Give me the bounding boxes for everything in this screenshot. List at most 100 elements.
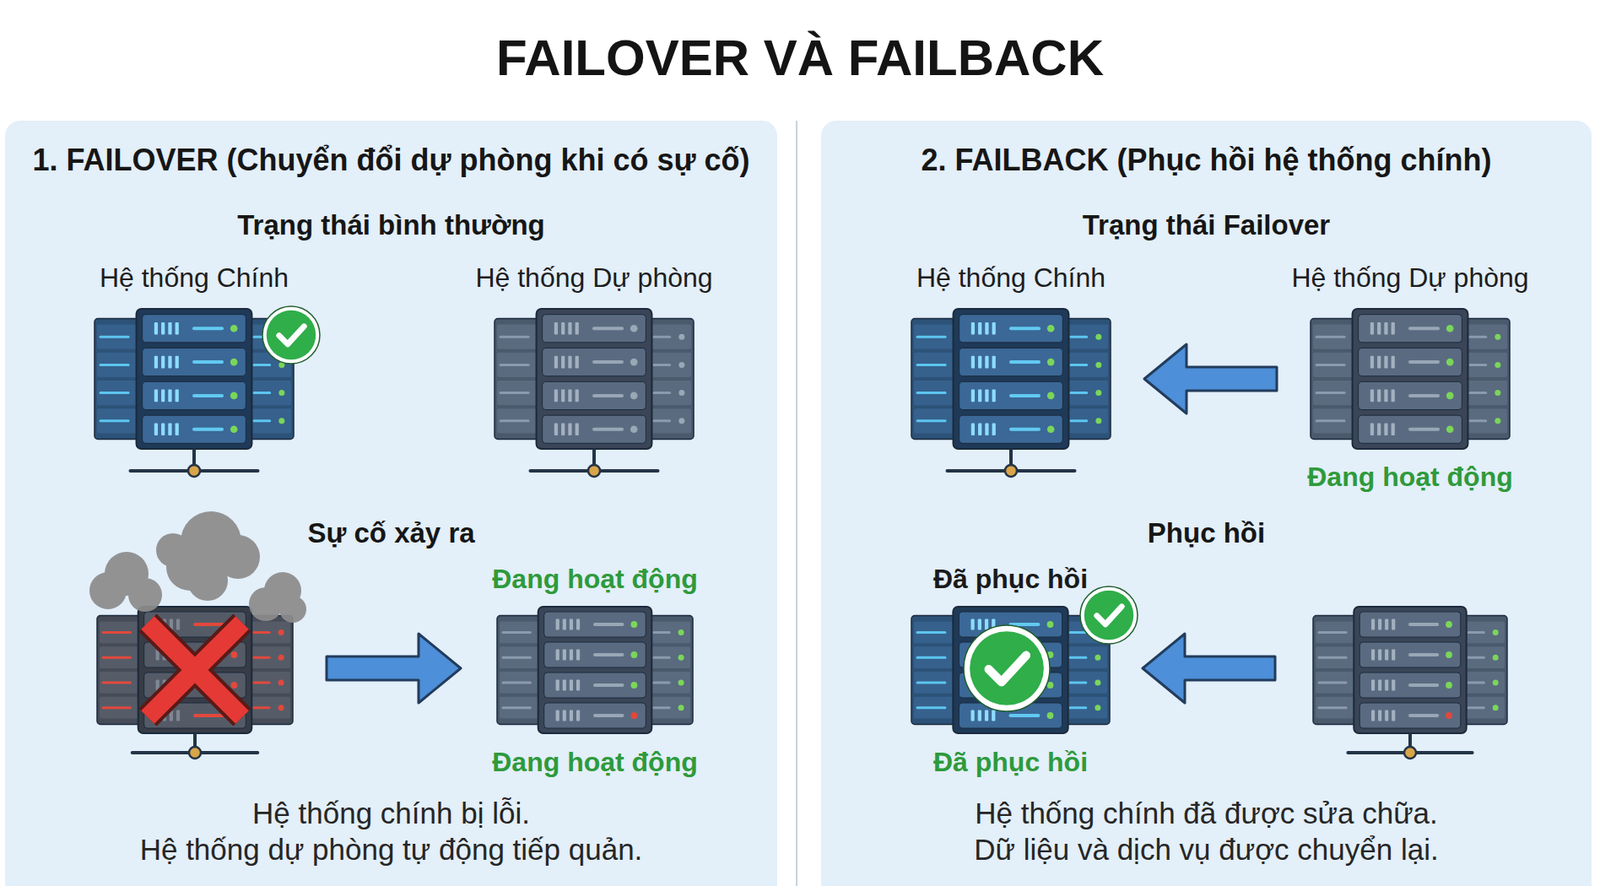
server-light-bar xyxy=(1070,419,1087,422)
server-unit xyxy=(142,415,247,444)
server-vent xyxy=(175,356,179,369)
server-vent xyxy=(562,648,567,660)
server-vent xyxy=(169,679,173,691)
server-rack xyxy=(1352,308,1469,449)
server-vent xyxy=(154,322,158,336)
server-vent xyxy=(556,709,560,721)
caption-text: Hệ thống chính đã được sửa chữa. xyxy=(821,794,1592,833)
server-vent xyxy=(154,356,158,369)
smoke-puff xyxy=(248,587,283,622)
server-vent xyxy=(561,322,565,336)
server-dash xyxy=(1410,622,1438,627)
server-light-bar xyxy=(1318,631,1346,634)
server-side-rack xyxy=(97,616,151,725)
network-port xyxy=(188,464,200,477)
server-unit xyxy=(142,314,247,343)
smoke-puff xyxy=(128,578,163,612)
server-led xyxy=(678,334,685,341)
panel-heading: 2. FAILBACK (Phục hồi hệ thống chính) xyxy=(821,141,1592,179)
server-light-bar xyxy=(1468,631,1484,634)
server-vent xyxy=(1377,389,1381,403)
server-led xyxy=(1095,362,1102,368)
server-vent xyxy=(1378,648,1382,660)
server-node: Hệ thống Dự phòngĐang hoạt động xyxy=(1310,308,1510,480)
smoke-puff xyxy=(264,572,302,610)
server-light-bar xyxy=(1070,681,1087,684)
server-dash xyxy=(1410,713,1438,718)
server-vent xyxy=(1391,422,1395,436)
server-label: Hệ thống Chính xyxy=(1,259,387,297)
server-vent xyxy=(154,422,158,436)
server-light-bar xyxy=(917,681,946,684)
server-vent xyxy=(167,422,172,436)
server-vent xyxy=(161,356,165,369)
server-led xyxy=(1047,392,1055,400)
server-led xyxy=(1445,621,1453,628)
server-led xyxy=(1446,358,1455,367)
server-side-unit xyxy=(1315,671,1363,694)
server-vent xyxy=(1383,322,1388,336)
server-led xyxy=(678,704,685,711)
server-light-bar xyxy=(1318,681,1346,684)
server-rack xyxy=(952,606,1068,734)
server-dash xyxy=(1010,713,1039,718)
server-vent xyxy=(971,389,975,403)
server-side-unit xyxy=(99,671,148,694)
server-vent xyxy=(562,709,567,721)
status-check xyxy=(262,306,320,364)
server-led xyxy=(630,425,638,433)
server-light-bar xyxy=(917,335,946,339)
server-vent xyxy=(1371,618,1375,630)
server-vent xyxy=(1383,356,1388,369)
server-unit xyxy=(542,314,647,343)
status-text: Đã phục hồi xyxy=(818,560,1203,598)
server-rack xyxy=(538,606,653,734)
server-led xyxy=(1094,679,1101,686)
server-vent xyxy=(154,389,158,403)
server-vent xyxy=(1378,679,1382,691)
server-unit xyxy=(542,381,647,410)
check-ring xyxy=(963,625,1050,712)
server-icon xyxy=(497,606,693,761)
server-vent xyxy=(562,679,567,691)
network-port xyxy=(189,746,201,759)
server-dash xyxy=(594,622,622,627)
check-mark xyxy=(279,326,305,345)
server-vent xyxy=(162,618,167,630)
server-vent xyxy=(1371,648,1375,660)
server-vent xyxy=(992,389,996,403)
server-unit xyxy=(1359,642,1461,668)
server-icon xyxy=(911,308,1111,480)
scenario-panel: 2. FAILBACK (Phục hồi hệ thống chính)Trạ… xyxy=(821,120,1592,886)
failure-cross-stroke xyxy=(147,622,243,718)
server-light-bar xyxy=(254,656,271,660)
server-side-unit xyxy=(99,697,148,719)
status-text: Đang hoạt động xyxy=(404,743,786,781)
server-led xyxy=(678,417,685,424)
server-light-bar xyxy=(654,706,671,709)
server-side-rack xyxy=(1454,616,1508,725)
server-unit xyxy=(542,347,647,376)
server-light-bar xyxy=(500,363,529,367)
server-unit xyxy=(144,702,247,729)
switch-arrow xyxy=(1142,633,1276,703)
server-led xyxy=(1445,651,1453,659)
server-light-bar xyxy=(254,681,271,684)
server-light-bar xyxy=(917,631,946,634)
server-dash xyxy=(1010,360,1039,364)
server-vent xyxy=(175,322,179,336)
server-led xyxy=(1494,389,1501,396)
server-led xyxy=(230,392,238,400)
server-light-bar xyxy=(1070,706,1087,709)
server-light-bar xyxy=(654,419,671,422)
server-led xyxy=(1095,417,1102,424)
server-vent xyxy=(162,679,167,691)
server-vent xyxy=(984,356,989,369)
server-vent xyxy=(162,709,167,721)
server-light-bar xyxy=(1070,363,1087,367)
server-unit xyxy=(142,381,247,410)
smoke-puff xyxy=(89,572,127,610)
server-vent xyxy=(162,648,167,660)
server-vent xyxy=(1371,679,1375,691)
